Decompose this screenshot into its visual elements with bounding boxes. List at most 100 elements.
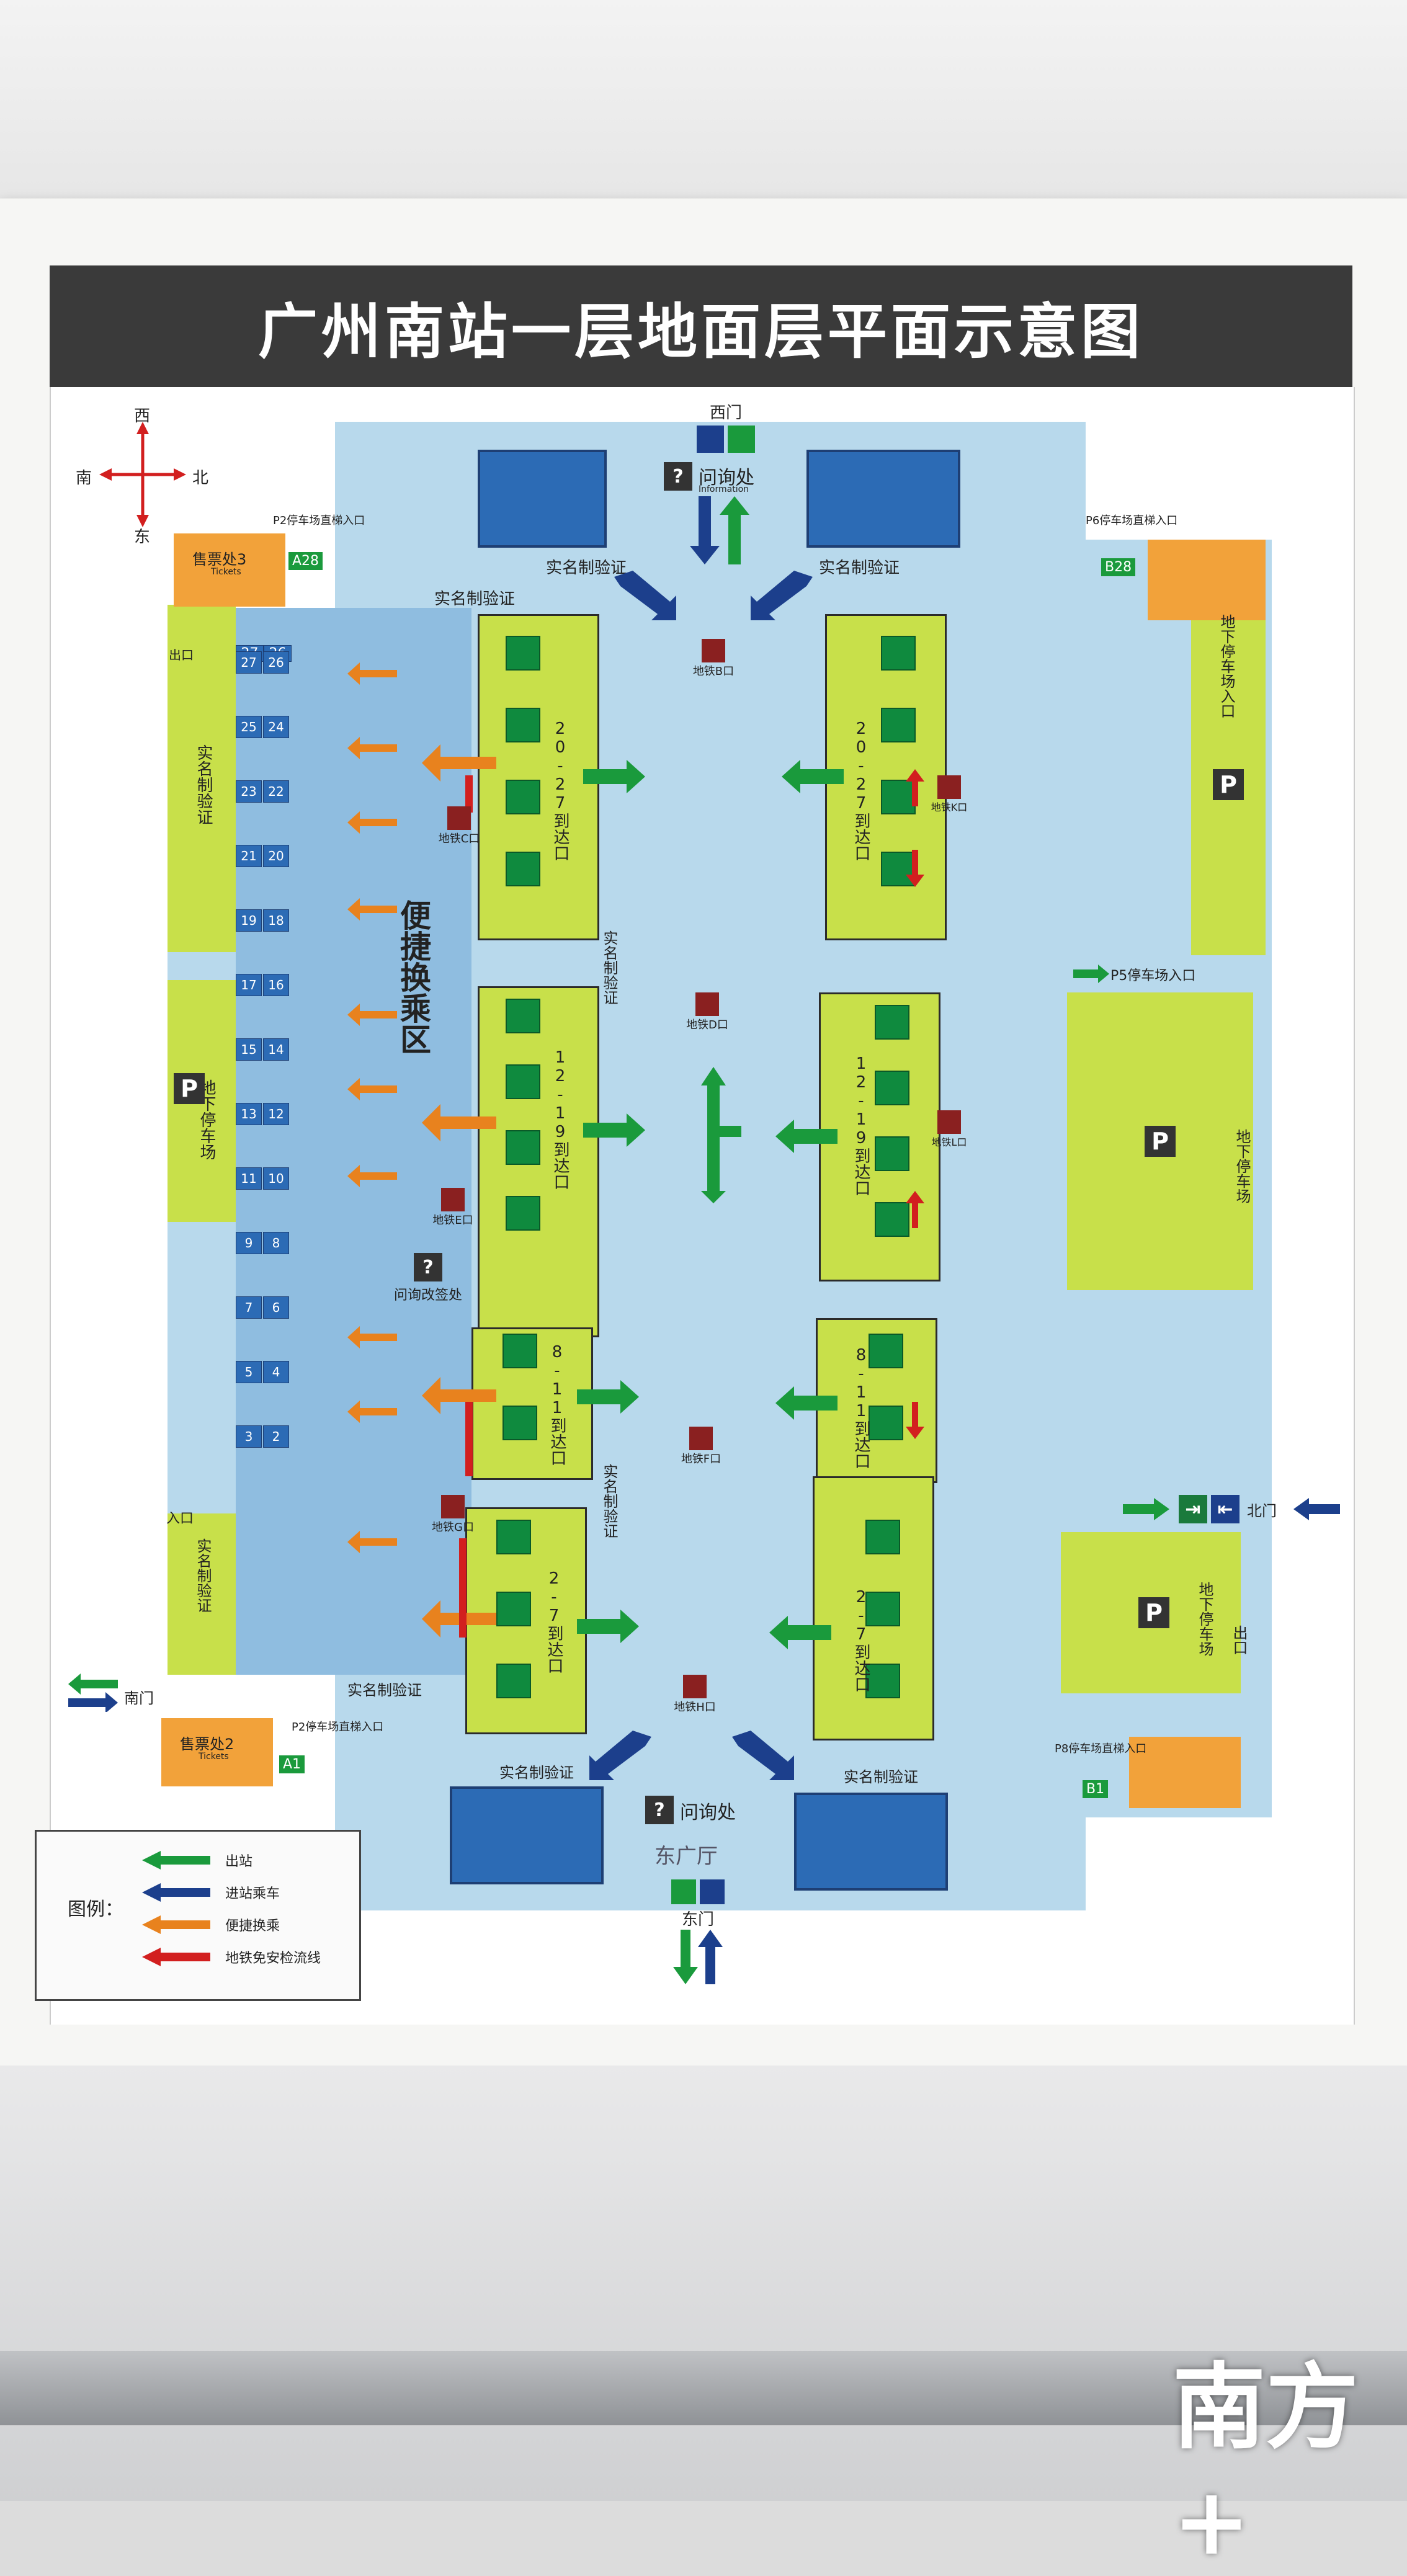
info-desk-east[interactable]: ? 问询处 — [645, 1796, 769, 1833]
metro-icon — [447, 806, 471, 830]
question-icon: ? — [645, 1796, 674, 1824]
metro-d-label: 地铁D口 — [686, 1018, 728, 1032]
platform-number: 8 — [263, 1232, 289, 1254]
metro-d[interactable]: 地铁D口 — [676, 992, 738, 1032]
floor-background — [0, 2066, 1407, 2501]
p5-entry-label: P5停车场入口 — [1110, 968, 1196, 984]
ticket-office-3-label: 售票处3 — [192, 551, 247, 568]
exit-icon — [671, 1879, 696, 1904]
south-gate-label: 南门 — [124, 1690, 154, 1707]
metro-f[interactable]: 地铁F口 — [670, 1427, 732, 1466]
exit-icon — [728, 426, 755, 453]
ticket-office-2[interactable]: 售票处2 Tickets — [161, 1718, 273, 1786]
b28-badge: B28 — [1101, 558, 1136, 576]
info-desk-east-label: 问询处 — [680, 1802, 736, 1824]
question-icon: ? — [664, 462, 692, 491]
parking-b28-block — [1148, 540, 1266, 620]
east-entry-arrows — [589, 1731, 794, 1780]
west-gate-label: 西门 — [709, 404, 742, 422]
legend-label: 便捷换乘 — [225, 1919, 280, 1934]
metro-c-label: 地铁C口 — [438, 832, 480, 845]
question-icon: ? — [414, 1253, 442, 1281]
platform-number: 25 — [236, 716, 262, 738]
metro-g[interactable]: 地铁G口 — [422, 1495, 484, 1535]
east-gate-arrows — [673, 1930, 723, 1984]
platform-number: 27 — [236, 651, 262, 674]
underground-parking-south-upper — [168, 605, 236, 952]
central-exit-cross — [701, 1067, 741, 1203]
platform-number: 11 — [236, 1167, 262, 1190]
east-waiting-block-south — [450, 1786, 604, 1884]
escalator-tiles — [506, 999, 543, 1231]
metro-l[interactable]: 地铁L口 — [931, 1110, 968, 1149]
metro-icon — [937, 1110, 961, 1134]
north-gate-exit-arrow — [1123, 1498, 1169, 1520]
west-gate[interactable]: 西门 — [689, 400, 763, 453]
parking-icon: P — [1145, 1126, 1176, 1157]
platform-number: 10 — [263, 1167, 289, 1190]
parking-entry-upper-right: 地下停车场入口 — [1218, 614, 1235, 718]
legend-arrow-icon — [142, 1915, 210, 1934]
real-name-bottom-wing: 实名制验证 — [347, 1682, 422, 1699]
metro-icon — [441, 1495, 465, 1518]
north-gate[interactable]: ⇥ ⇤ 北门 — [1123, 1495, 1346, 1526]
east-gate[interactable]: 东门 — [664, 1879, 732, 1985]
arrival-label-12-19-east: 12-19到达口 — [852, 1054, 870, 1196]
metro-k[interactable]: 地铁K口 — [931, 775, 968, 814]
metro-h[interactable]: 地铁H口 — [664, 1675, 726, 1714]
compass-east: 东 — [134, 528, 151, 546]
info-desk-label-en: Information — [699, 484, 749, 494]
metro-icon — [702, 639, 725, 662]
ticket-office-2-en: Tickets — [199, 1752, 229, 1762]
platform-number: 19 — [236, 909, 262, 932]
compass-south: 南 — [76, 469, 92, 488]
metro-e[interactable]: 地铁E口 — [422, 1188, 484, 1228]
legend-label: 进站乘车 — [225, 1886, 280, 1902]
west-waiting-block-south — [478, 450, 607, 548]
platform-number: 9 — [236, 1232, 262, 1254]
parking-exit-left: 出口 — [169, 648, 194, 662]
metro-icon — [695, 992, 719, 1016]
escalator-tiles — [875, 1005, 912, 1237]
compass-west: 西 — [134, 407, 151, 426]
platform-number: 23 — [236, 780, 262, 803]
metro-b[interactable]: 地铁B口 — [682, 639, 744, 679]
south-gate[interactable]: 南门 — [68, 1669, 223, 1731]
ticket-office-2-label: 售票处2 — [180, 1736, 234, 1753]
metro-c[interactable]: 地铁C口 — [428, 806, 490, 846]
ticket-change-desk[interactable]: ? 问询改签处 — [385, 1253, 471, 1303]
legend: 图例： 出站进站乘车便捷换乘地铁免安检流线 — [35, 1830, 361, 2001]
parking-icon: P — [1213, 769, 1244, 800]
p2-entry-top: P2停车场直梯入口 — [273, 514, 365, 527]
exit-arrows — [577, 760, 844, 1649]
metal-rail — [0, 2351, 1407, 2425]
east-waiting-block-north — [794, 1793, 948, 1891]
escalator-tiles — [502, 1334, 540, 1440]
metro-icon — [683, 1675, 707, 1698]
legend-row: 出站 — [142, 1844, 347, 1876]
info-desk-west[interactable]: ? 问询处 Information — [664, 462, 788, 499]
arrival-label-20-27-east: 20-27到达口 — [852, 720, 870, 861]
metro-f-label: 地铁F口 — [681, 1453, 721, 1466]
map-title: 广州南站一层地面层平面示意图 — [50, 265, 1352, 387]
arrival-label-12-19-west: 12-19到达口 — [551, 1048, 570, 1190]
p8-entry: P8停车场直梯入口 — [1055, 1742, 1147, 1755]
real-name-top-right: 实名制验证 — [819, 559, 900, 577]
ticket-office-3[interactable]: 售票处3 Tickets — [174, 533, 285, 607]
watermark-logo: 南方+ — [1172, 2353, 1359, 2576]
legend-arrow-icon — [142, 1883, 210, 1902]
compass-arrows-icon — [99, 422, 186, 527]
platform-number: 7 — [236, 1296, 262, 1319]
metro-b-label: 地铁B口 — [692, 665, 735, 678]
ticket-office-3-en: Tickets — [211, 567, 241, 577]
platform-number: 3 — [236, 1425, 262, 1448]
platform-number: 5 — [236, 1361, 262, 1383]
metro-l-label: 地铁L口 — [931, 1136, 967, 1148]
transfer-zone-label: 便捷换乘区 — [395, 899, 431, 1054]
underground-parking-south-lower — [168, 1513, 236, 1675]
enter-icon — [697, 426, 724, 453]
metro-g-label: 地铁G口 — [432, 1521, 474, 1534]
real-name-top-wing: 实名制验证 — [434, 590, 516, 608]
legend-arrow-icon — [142, 1851, 210, 1870]
parking-icon: P — [174, 1073, 205, 1104]
